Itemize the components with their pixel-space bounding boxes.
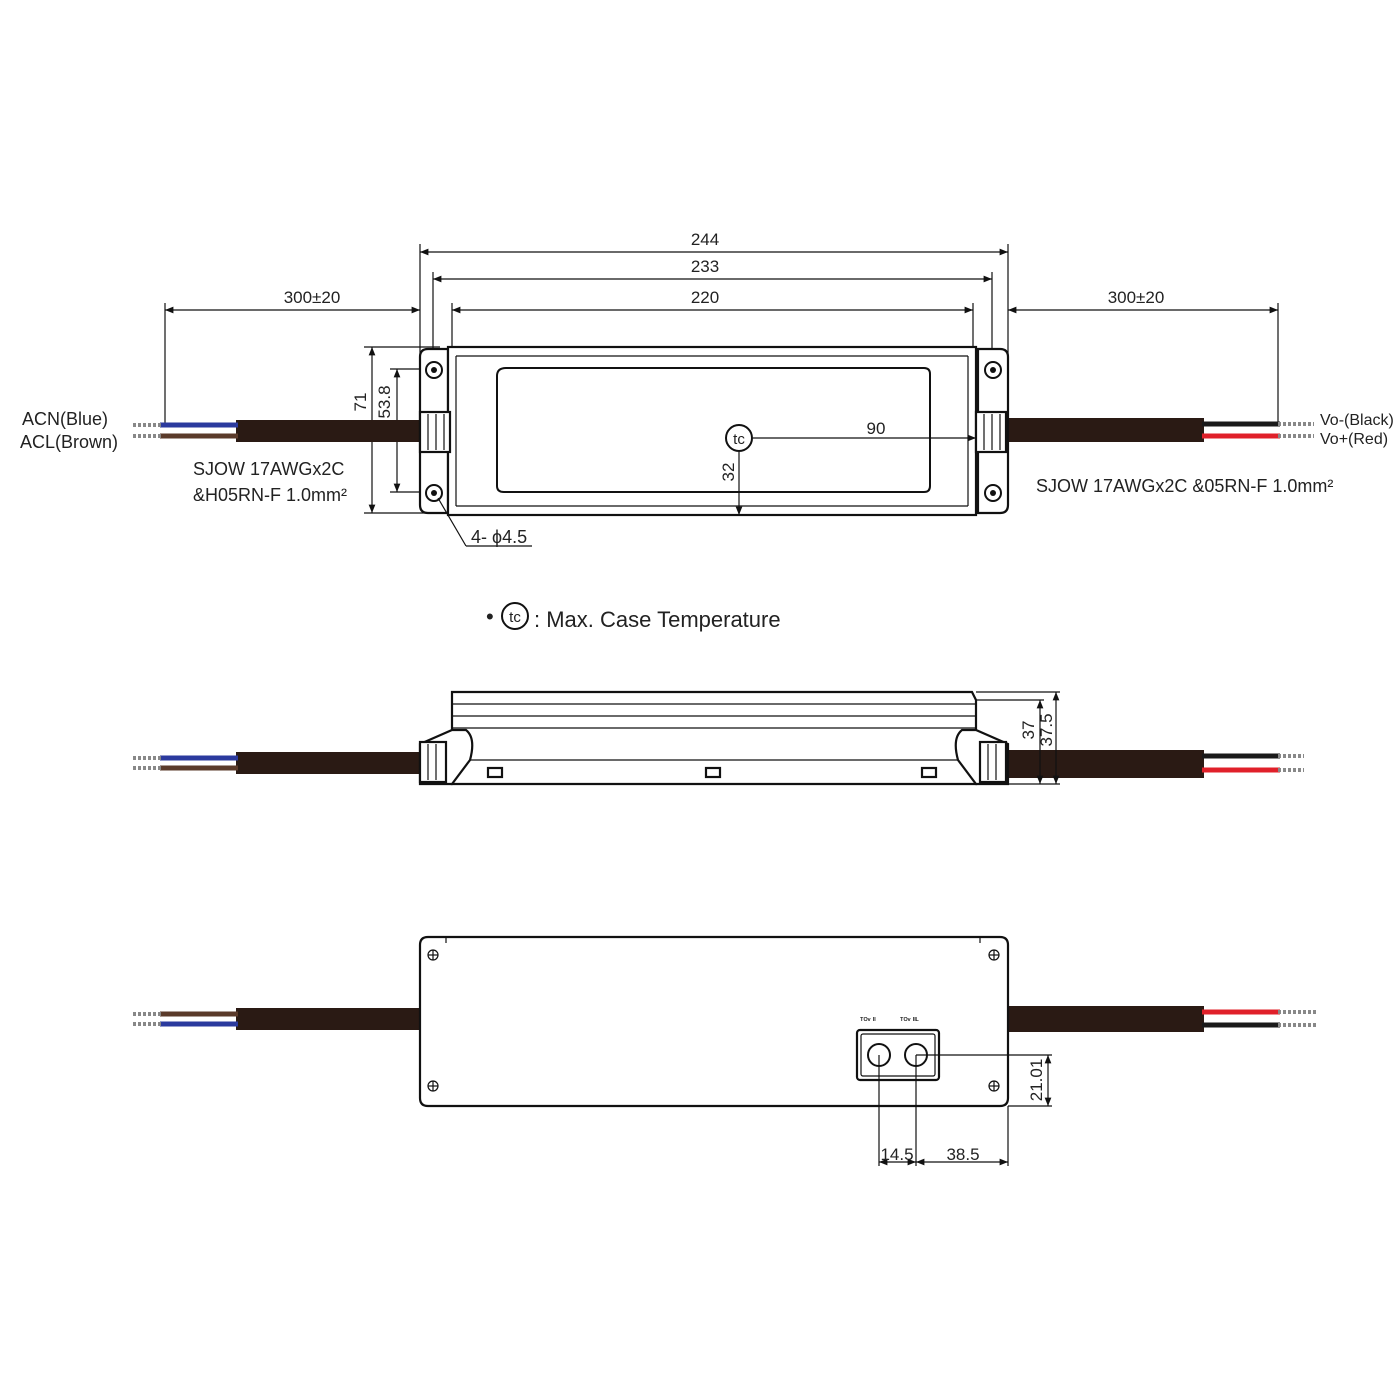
dim-label-37: 37 <box>1019 721 1038 740</box>
dim-label-71: 71 <box>351 393 370 412</box>
dim-label-21-01: 21.01 <box>1027 1059 1046 1102</box>
top-view: 244 233 220 300±20 300±20 71 53.8 <box>20 230 1394 547</box>
output-wire-label-vo-minus: Vo-(Black) <box>1320 412 1394 429</box>
output-leads <box>1004 418 1314 442</box>
input-wire-label-acn: ACN(Blue) <box>22 409 108 429</box>
svg-text:tc: tc <box>509 609 521 626</box>
mounting-hole-icon <box>425 361 1002 502</box>
input-cable-spec-line2: &H05RN-F 1.0mm² <box>193 485 347 505</box>
pot-label-2: ᵀᴼᵛ ᴵᴵᴸ <box>900 1016 919 1025</box>
screw-icon <box>427 949 1000 1092</box>
tc-legend-icon: tc <box>501 602 529 630</box>
tc-point-icon: tc <box>725 424 753 452</box>
pot-label-1: ᵀᴼᵛ ᴵᴵ <box>860 1016 876 1025</box>
svg-text:tc: tc <box>733 431 745 448</box>
dim-label-37-5: 37.5 <box>1037 713 1056 746</box>
input-leads <box>133 420 422 442</box>
legend-text: : Max. Case Temperature <box>534 607 781 632</box>
dim-label-53-8: 53.8 <box>375 385 394 418</box>
dim-label-32: 32 <box>719 463 738 482</box>
dim-label-90: 90 <box>867 419 886 438</box>
dim-label-220: 220 <box>691 288 719 307</box>
output-cable-spec: SJOW 17AWGx2C &05RN-F 1.0mm² <box>1036 476 1333 496</box>
dim-label-14-5: 14.5 <box>880 1145 913 1164</box>
dim-label-244: 244 <box>691 230 719 249</box>
bottom-view: ᵀᴼᵛ ᴵᴵ ᵀᴼᵛ ᴵᴵᴸ 14.5 38.5 21.01 <box>133 935 1316 1166</box>
side-view: 37 37.5 <box>133 690 1304 786</box>
dim-label-233: 233 <box>691 257 719 276</box>
legend: • tc : Max. Case Temperature <box>486 602 781 632</box>
dim-label-38-5: 38.5 <box>946 1145 979 1164</box>
dim-label-lead-left: 300±20 <box>284 288 341 307</box>
psu-body-top <box>418 345 1010 517</box>
legend-bullet: • <box>486 604 494 629</box>
input-wire-label-acl: ACL(Brown) <box>20 432 118 452</box>
output-wire-label-vo-plus: Vo+(Red) <box>1320 431 1388 448</box>
dim-label-lead-right: 300±20 <box>1108 288 1165 307</box>
input-cable-spec-line1: SJOW 17AWGx2C <box>193 459 344 479</box>
hole-spec-label: 4- ϕ4.5 <box>471 527 527 547</box>
